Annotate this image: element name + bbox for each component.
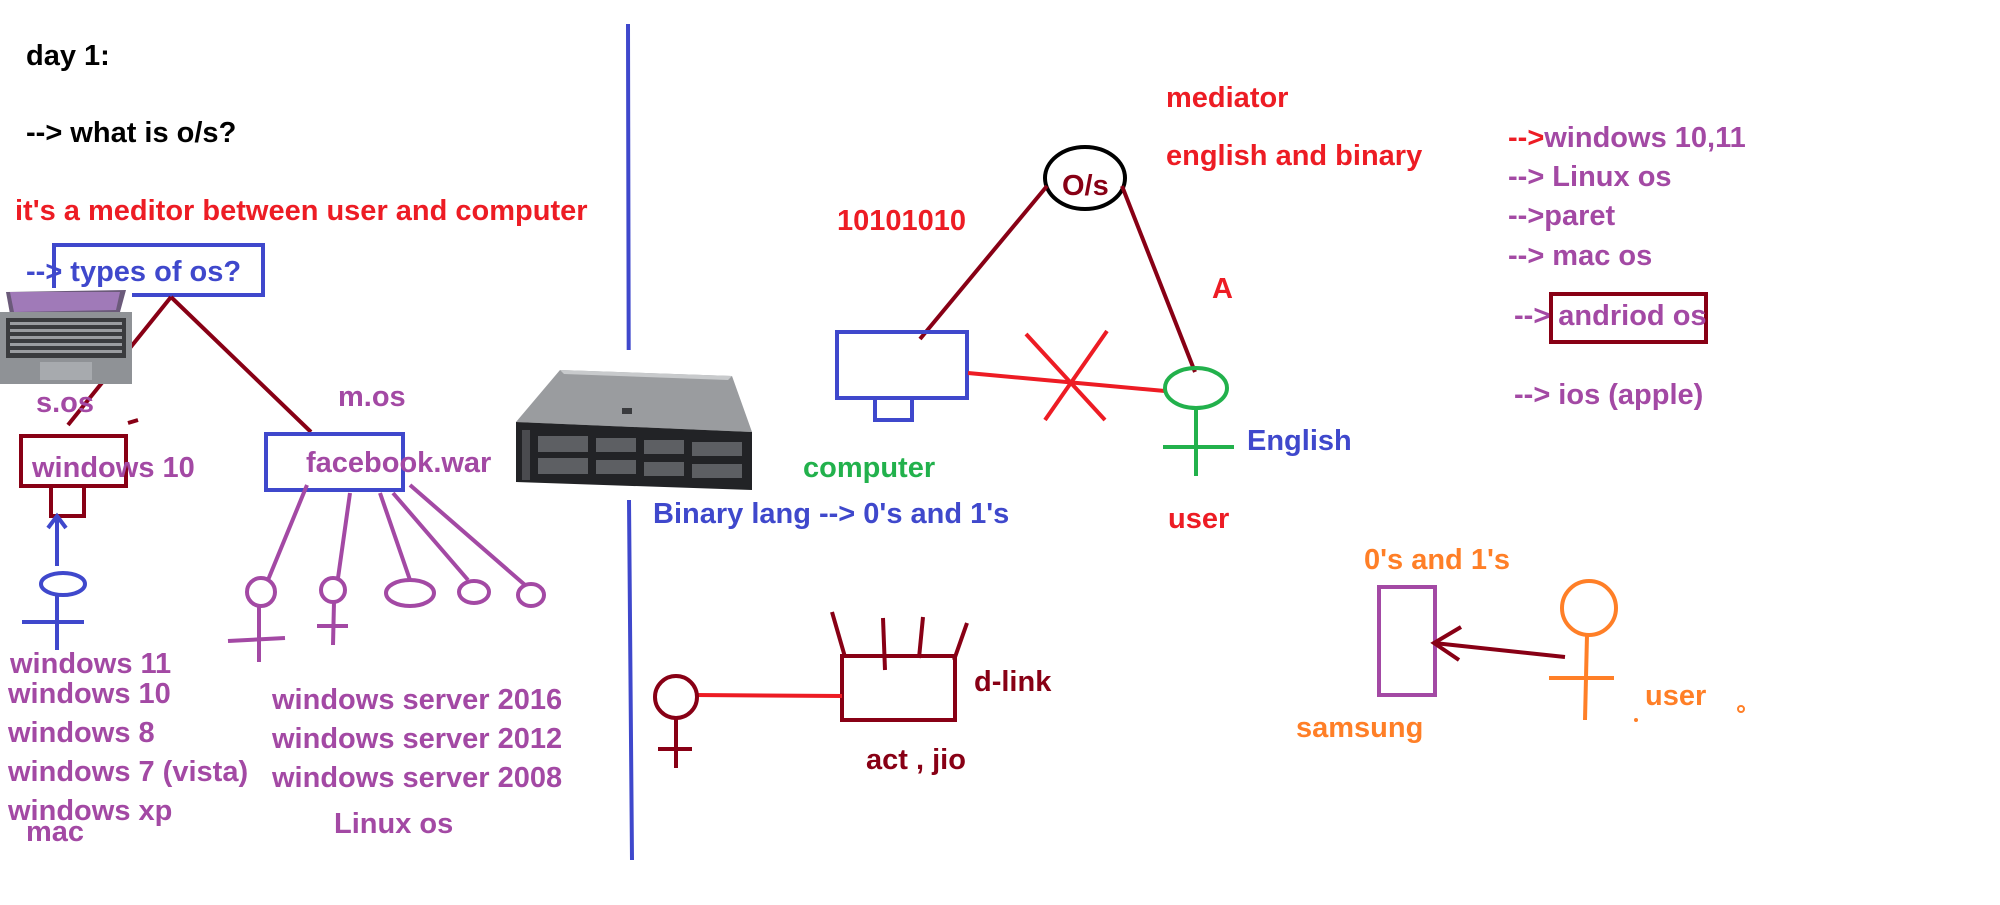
binary-number: 10101010 — [837, 205, 967, 237]
andriod-os-box — [1549, 292, 1708, 344]
single-os-item: windows 11 — [10, 648, 172, 680]
tree-tick — [127, 418, 139, 425]
english-label: English — [1247, 425, 1352, 457]
multi-os-label: m.os — [338, 381, 406, 413]
facebook-war-label: facebook.war — [306, 447, 492, 479]
tree-branch-right — [169, 295, 313, 434]
multi-os-item: windows server 2008 — [272, 762, 563, 794]
heading-day-1: day 1: — [26, 40, 110, 72]
single-os-item: windows 8 — [8, 717, 155, 749]
multi-user-figures — [227, 483, 546, 662]
os-list-item: -->paret — [1508, 200, 1616, 232]
arrow-head — [1430, 625, 1463, 662]
single-os-label: s.os — [36, 387, 95, 419]
router-drawing — [830, 611, 969, 722]
os-to-user-line — [1120, 185, 1197, 373]
divider-line — [626, 23, 634, 861]
orange-user-figure — [1549, 579, 1618, 721]
computer-monitor — [835, 330, 969, 400]
router-label: d-link — [974, 666, 1052, 698]
single-os-item: windows xp — [8, 795, 173, 827]
os-list-item: -->windows 10,11 — [1508, 122, 1746, 154]
binary-label-right: 0's and 1's — [1364, 544, 1510, 576]
multi-os-item: Linux os — [334, 808, 454, 840]
facebook-war-box — [264, 432, 405, 492]
user-label-right: user — [1645, 680, 1707, 712]
single-os-item: mac — [26, 816, 85, 848]
mediator-label: mediator — [1166, 82, 1289, 114]
samsung-label: samsung — [1296, 712, 1424, 744]
os-list-item: --> ios (apple) — [1514, 379, 1704, 411]
letter-a-label: A — [1212, 273, 1233, 305]
laptop-image — [0, 288, 132, 384]
windows-10-box-label: windows 10 — [32, 452, 195, 484]
multi-os-item: windows server 2016 — [272, 684, 563, 716]
os-definition: it's a meditor between user and computer — [15, 195, 588, 227]
computer-label: computer — [803, 452, 936, 484]
samsung-device — [1377, 585, 1437, 697]
single-os-item: windows 10 — [8, 678, 171, 710]
user-to-device-arrow — [1433, 641, 1566, 659]
os-list-item: --> Linux os — [1508, 161, 1672, 193]
multi-os-item: windows server 2012 — [272, 723, 563, 755]
green-user-figure — [1163, 366, 1234, 476]
os-to-computer-line — [918, 184, 1049, 341]
types-of-os-label: --> types of os? — [26, 256, 242, 288]
server-image — [496, 350, 774, 500]
os-list-item: --> andriod os — [1514, 300, 1707, 332]
windows-10-small-box — [49, 484, 86, 518]
cross-mark — [1024, 329, 1109, 422]
computer-to-user-line — [967, 371, 1166, 393]
single-os-item: windows 7 (vista) — [8, 756, 249, 788]
single-user-figure — [22, 512, 87, 650]
router-user-line — [694, 693, 843, 698]
isp-label: act , jio — [866, 744, 966, 776]
question-what-is-os: --> what is o/s? — [26, 117, 237, 149]
computer-stand — [873, 396, 914, 422]
user-label: user — [1168, 503, 1230, 535]
types-of-os-box — [52, 243, 265, 297]
orange-dot — [1634, 718, 1638, 722]
os-node-label: O/s — [1062, 170, 1109, 202]
os-list-item-text: windows 10,11 — [1544, 122, 1746, 154]
binary-lang-label: Binary lang --> 0's and 1's — [653, 498, 1010, 530]
router-user-figure — [653, 674, 699, 768]
orange-small-circle — [1737, 705, 1745, 713]
os-list-item: --> mac os — [1508, 240, 1653, 272]
english-and-binary-label: english and binary — [1166, 140, 1423, 172]
os-node-ellipse — [1043, 145, 1127, 211]
